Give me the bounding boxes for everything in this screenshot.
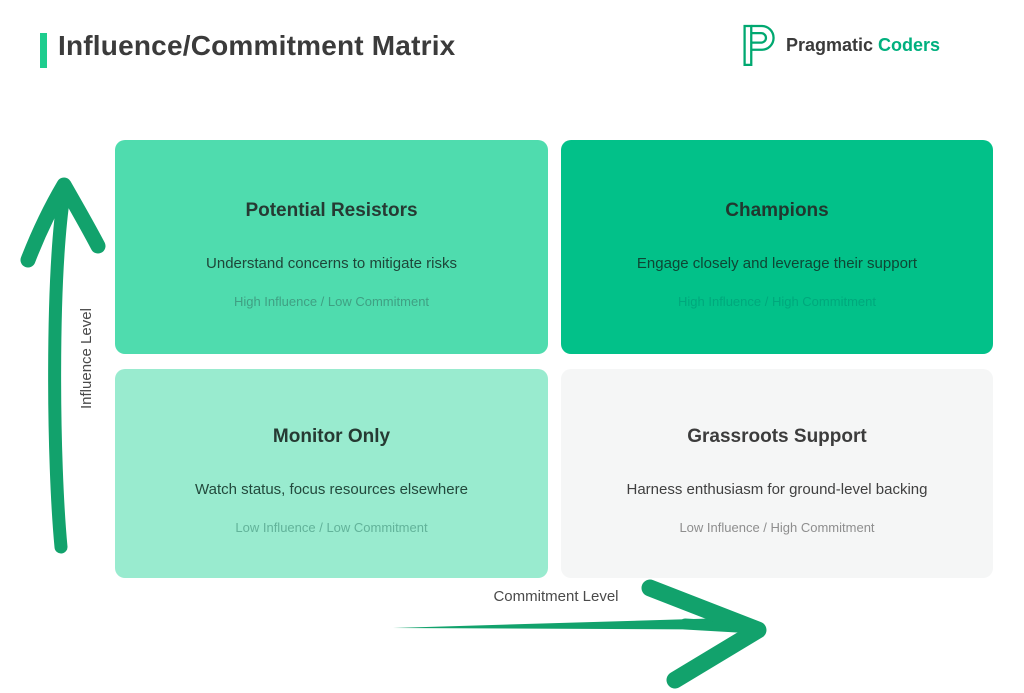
quadrant-title: Monitor Only (272, 426, 391, 447)
quadrant-potential-resistors: Potential Resistors Understand concerns … (115, 140, 548, 354)
quadrant-title: Champions (725, 199, 829, 221)
quadrant-grassroots-support: Grassroots Support Harness enthusiasm fo… (561, 369, 993, 578)
pragmatic-coders-p-icon (743, 24, 775, 66)
up-arrow-icon (20, 177, 106, 554)
quadrant-description: Understand concerns to mitigate risks (206, 254, 457, 272)
quadrant-description: Watch status, focus resources elsewhere (195, 481, 468, 498)
quadrant-monitor-only: Monitor Only Watch status, focus resourc… (115, 369, 548, 578)
quadrant-description: Harness enthusiasm for ground-level back… (626, 481, 928, 498)
quadrant-title: Grassroots Support (687, 426, 867, 447)
quadrant-description: Engage closely and leverage their suppor… (636, 254, 918, 272)
quadrant-tag: High Influence / High Commitment (678, 293, 876, 309)
page-title: Influence/Commitment Matrix (58, 30, 456, 61)
quadrant-tag: High Influence / Low Commitment (233, 293, 430, 309)
quadrant-tag: Low Influence / Low Commitment (235, 520, 428, 535)
title-accent-bar (40, 33, 47, 68)
matrix-grid: Potential Resistors Understand concerns … (115, 140, 993, 578)
quadrant-champions: Champions Engage closely and leverage th… (561, 140, 993, 354)
quadrant-title: Potential Resistors (245, 199, 418, 221)
quadrant-tag: Low Influence / High Commitment (679, 520, 875, 535)
logo-text-pragmatic: Pragmatic (786, 34, 874, 55)
right-arrow-icon (393, 579, 767, 689)
influence-axis-label: Influence Level (78, 308, 95, 410)
commitment-axis-label: Commitment Level (493, 588, 619, 605)
logo-text-coders: Coders (878, 34, 941, 55)
